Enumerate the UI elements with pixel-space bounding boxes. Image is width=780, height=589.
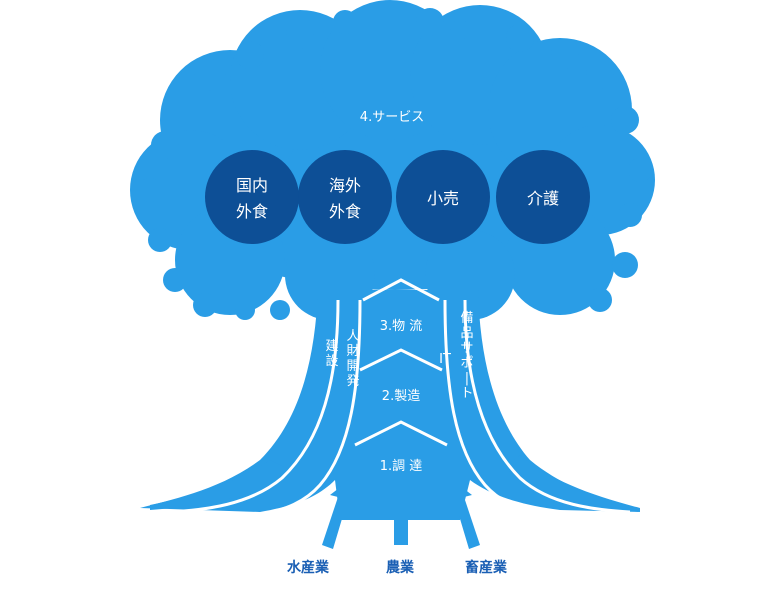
- service-circle-label: 外食: [329, 202, 361, 221]
- tier-label-manufacturing: 2.製造: [382, 389, 420, 404]
- tree-canopy: [130, 0, 655, 320]
- branch-label-hr-development: 人財開発: [346, 329, 359, 389]
- input-label-livestock: 畜産業: [465, 559, 508, 576]
- input-label-agriculture: 農業: [386, 559, 415, 576]
- branch-label-equipment-support: 備品サポ|ト: [460, 310, 473, 401]
- service-circle-label: 国内: [236, 176, 268, 195]
- tree-trunk: [140, 290, 640, 520]
- service-circle-1: [205, 150, 299, 244]
- service-circle-label: 介護: [527, 189, 559, 208]
- arrow-right: [448, 478, 480, 549]
- branch-label-construction: 建設: [325, 339, 338, 369]
- trunk-channels: [169, 299, 631, 516]
- tier-label-procurement: 1.調 達: [380, 459, 423, 474]
- arrow-center: [386, 480, 416, 545]
- canopy-label: 4.サービス: [360, 110, 424, 125]
- tier-chevrons: [354, 278, 448, 447]
- service-circle-label: 外食: [236, 202, 268, 221]
- service-circle-label: 小売: [427, 189, 459, 208]
- input-label-fishery: 水産業: [287, 559, 330, 576]
- tier-label-logistics: 3.物 流: [380, 319, 423, 334]
- input-arrows: [322, 478, 480, 549]
- service-circle-label: 海外: [329, 176, 361, 195]
- service-circle-2: [298, 150, 392, 244]
- service-circle-4: [496, 150, 590, 244]
- branch-label-it: IT: [439, 352, 451, 367]
- arrow-left: [322, 478, 354, 549]
- service-circle-3: [396, 150, 490, 244]
